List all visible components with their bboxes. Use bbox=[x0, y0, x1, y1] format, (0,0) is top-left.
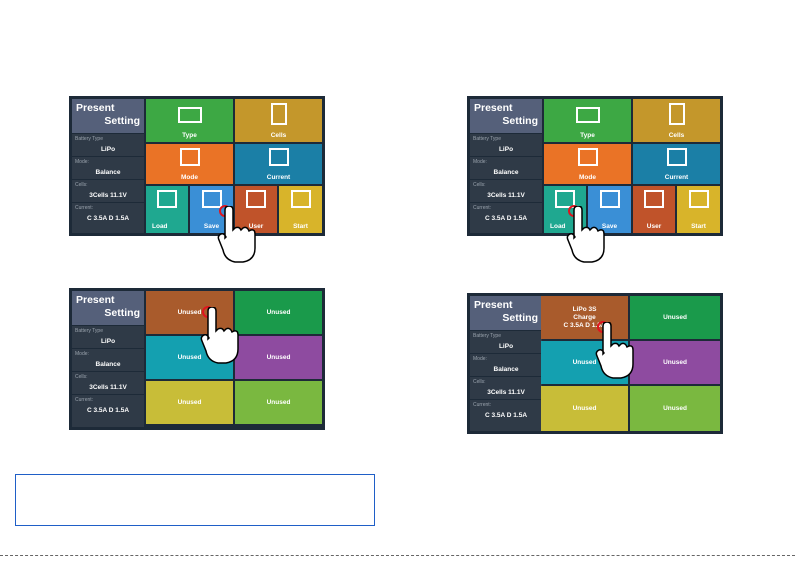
cell-bolt-icon bbox=[270, 103, 287, 125]
screen-saved-slots: Present Setting Battery Type LiPo Mode: … bbox=[467, 293, 723, 434]
present-setting-title: Present Setting bbox=[470, 99, 542, 133]
books-icon bbox=[577, 148, 598, 166]
screen-save-slots: Present Setting Battery Type LiPo Mode: … bbox=[69, 288, 325, 430]
battery-type-field: Battery Type LiPo bbox=[470, 133, 542, 156]
battery-type-field: Battery Type LiPo bbox=[470, 330, 542, 353]
current-field: Current: C 3.5A D 1.5A bbox=[470, 399, 542, 422]
mode-tile[interactable]: Mode bbox=[544, 144, 631, 184]
current-field: Current: C 3.5A D 1.5A bbox=[72, 202, 144, 225]
mode-field: Mode: Balance bbox=[470, 156, 542, 179]
present-setting-title: Present Setting bbox=[470, 296, 542, 330]
slot-1[interactable]: Unused bbox=[146, 291, 233, 334]
cell-bolt-icon bbox=[668, 103, 685, 125]
screen-load-step: Present Setting Battery Type LiPo Mode: … bbox=[467, 96, 723, 263]
cells-tile[interactable]: Cells bbox=[235, 99, 322, 142]
slot-5[interactable]: Unused bbox=[146, 381, 233, 424]
start-tile[interactable]: Start bbox=[279, 186, 322, 233]
current-tile[interactable]: Current bbox=[235, 144, 322, 184]
pointing-hand-icon bbox=[200, 307, 239, 364]
save-window-icon bbox=[599, 190, 620, 208]
slot-5[interactable]: Unused bbox=[541, 386, 628, 431]
present-setting-panel: Present Setting Battery Type LiPo Mode: … bbox=[72, 99, 144, 233]
pointing-hand-icon bbox=[595, 322, 634, 379]
pointing-hand-icon bbox=[217, 206, 256, 263]
present-setting-panel: Present Setting Battery Type LiPo Mode: … bbox=[72, 291, 144, 427]
users-icon bbox=[246, 190, 266, 208]
slot-6[interactable]: Unused bbox=[235, 381, 322, 424]
battery-type-field: Battery Type LiPo bbox=[72, 325, 144, 348]
screen-save-step: Present Setting Battery Type LiPo Mode: … bbox=[69, 96, 325, 263]
load-tile[interactable]: Load bbox=[146, 186, 188, 233]
books-icon bbox=[179, 148, 200, 166]
users-icon bbox=[644, 190, 664, 208]
user-tile[interactable]: User bbox=[235, 186, 277, 233]
battery-icon bbox=[177, 107, 202, 123]
waveform-icon bbox=[268, 148, 289, 166]
start-tile[interactable]: Start bbox=[677, 186, 720, 233]
present-setting-panel: Present Setting Battery Type LiPo Mode: … bbox=[470, 296, 542, 431]
mode-field: Mode: Balance bbox=[72, 156, 144, 179]
present-setting-panel: Present Setting Battery Type LiPo Mode: … bbox=[470, 99, 542, 233]
slot-1-saved[interactable]: LiPo 3S Charge C 3.5A D 1.5A bbox=[541, 296, 628, 339]
waveform-icon bbox=[666, 148, 687, 166]
present-setting-title: Present Setting bbox=[72, 99, 144, 133]
mode-field: Mode: Balance bbox=[470, 353, 542, 376]
battery-icon bbox=[575, 107, 600, 123]
note-box bbox=[15, 474, 375, 526]
save-tile[interactable]: Save bbox=[588, 186, 631, 233]
current-tile[interactable]: Current bbox=[633, 144, 720, 184]
slot-2[interactable]: Unused bbox=[235, 291, 322, 334]
play-icon bbox=[290, 190, 311, 208]
mode-tile[interactable]: Mode bbox=[146, 144, 233, 184]
current-field: Current: C 3.5A D 1.5A bbox=[470, 202, 542, 225]
load-icon bbox=[157, 190, 177, 208]
pointing-hand-icon bbox=[566, 206, 605, 263]
cells-tile[interactable]: Cells bbox=[633, 99, 720, 142]
slot-4[interactable]: Unused bbox=[630, 341, 720, 384]
save-window-icon bbox=[201, 190, 222, 208]
type-tile[interactable]: Type bbox=[146, 99, 233, 142]
current-field: Current: C 3.5A D 1.5A bbox=[72, 394, 144, 417]
play-icon bbox=[688, 190, 709, 208]
mode-field: Mode: Balance bbox=[72, 348, 144, 371]
cells-field: Cells: 3Cells 11.1V bbox=[470, 179, 542, 202]
cells-field: Cells: 3Cells 11.1V bbox=[72, 371, 144, 394]
slot-6[interactable]: Unused bbox=[630, 386, 720, 431]
slot-2[interactable]: Unused bbox=[630, 296, 720, 339]
cells-field: Cells: 3Cells 11.1V bbox=[470, 376, 542, 399]
slot-4[interactable]: Unused bbox=[235, 336, 322, 379]
battery-type-field: Battery Type LiPo bbox=[72, 133, 144, 156]
user-tile[interactable]: User bbox=[633, 186, 675, 233]
cells-field: Cells: 3Cells 11.1V bbox=[72, 179, 144, 202]
load-icon bbox=[555, 190, 575, 208]
present-setting-title: Present Setting bbox=[72, 291, 144, 325]
page-divider bbox=[0, 555, 795, 556]
type-tile[interactable]: Type bbox=[544, 99, 631, 142]
